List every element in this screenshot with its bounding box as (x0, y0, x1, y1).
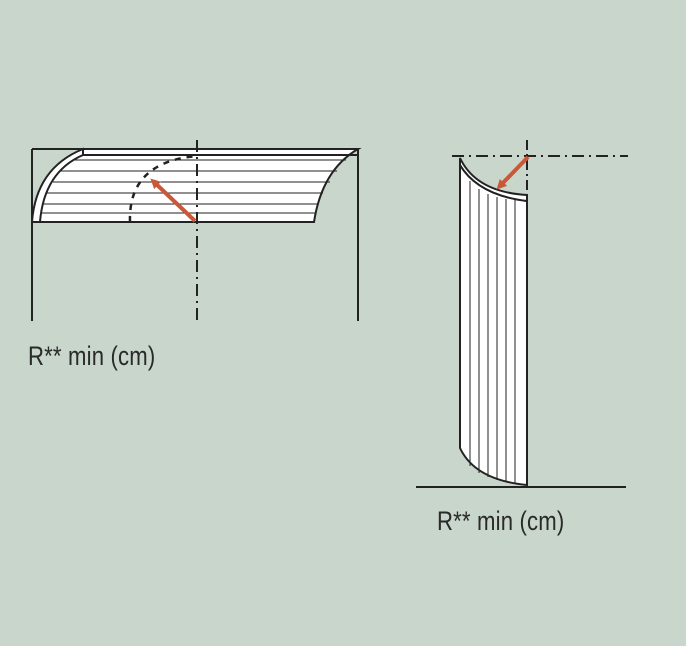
left-frame (31, 148, 359, 321)
right-diagram (416, 140, 628, 488)
right-diagram-label: R** min (cm) (437, 506, 565, 536)
left-panel (30, 147, 362, 223)
left-radius-arc (128, 154, 198, 223)
left-diagram-label: R** min (cm) (28, 341, 156, 371)
left-radius-arrow (150, 178, 197, 223)
left-diagram (30, 140, 362, 322)
left-panel-ribs (39, 159, 346, 214)
right-panel (459, 157, 528, 487)
right-panel-ribs (469, 181, 516, 484)
right-radius-arrow (496, 155, 530, 190)
